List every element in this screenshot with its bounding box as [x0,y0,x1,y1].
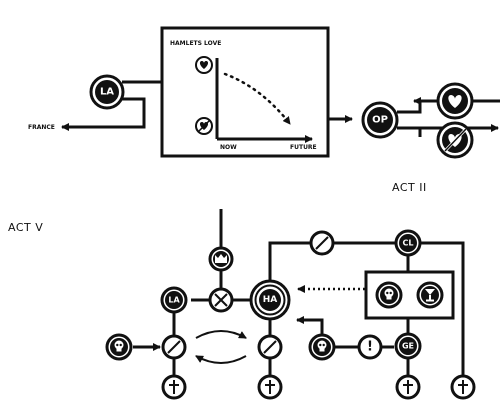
x-mark-icon [208,287,234,313]
ha-label: HA [263,295,278,305]
sword-slash-icon [161,334,187,360]
la-node-top: LA [89,74,125,110]
exclamation-label: ! [367,340,373,355]
top-section: HAMLETS LOVE NOW FUTURE FRANCE LA [28,26,500,159]
la-label-bottom: LA [168,296,180,305]
op-branch-up [397,101,422,114]
goblet-icon [416,281,444,309]
broken-heart-icon [195,117,213,135]
la-label-top: LA [100,87,114,98]
act-ii-label: ACT II [392,181,427,194]
exclamation-node: ! [357,334,383,360]
cl-label: CL [403,239,414,248]
op-branch-down [397,126,422,137]
skull-icon [105,333,133,361]
la-node-bottom: LA [160,286,188,314]
op-label: OP [372,115,388,126]
top-loop-line [268,241,465,375]
ge-label: GE [402,342,414,351]
la-to-france-line [61,97,146,131]
ge-node: GE [394,332,422,360]
exchange-arrow-bottom [195,355,247,364]
cross-icon [395,374,421,400]
axis-future-label: FUTURE [290,144,317,151]
act-v-label: ACT V [8,221,43,234]
heart-icon [436,82,474,120]
heart-icon [195,56,213,74]
skull-icon [375,281,403,309]
sword-slash-icon [309,230,335,256]
cross-icon [161,374,187,400]
poison-box [364,270,455,320]
bottom-section: LA HA CL [105,209,476,400]
hamlets-love-box [160,26,330,158]
skull-to-ha-arrow [296,316,324,337]
broken-heart-icon [436,121,474,159]
cl-node: CL [394,229,422,257]
exchange-arrow-top [195,330,247,339]
axis-now-label: NOW [220,144,237,151]
cross-icon [257,374,283,400]
sword-slash-icon [257,334,283,360]
op-node: OP [361,101,399,139]
hamlets-love-title: HAMLETS LOVE [170,40,221,47]
crown-icon [208,246,234,272]
skull-icon [308,333,336,361]
cross-icon [450,374,476,400]
ha-node: HA [249,279,291,321]
love-decline-curve [223,72,292,126]
france-label: FRANCE [28,124,55,131]
